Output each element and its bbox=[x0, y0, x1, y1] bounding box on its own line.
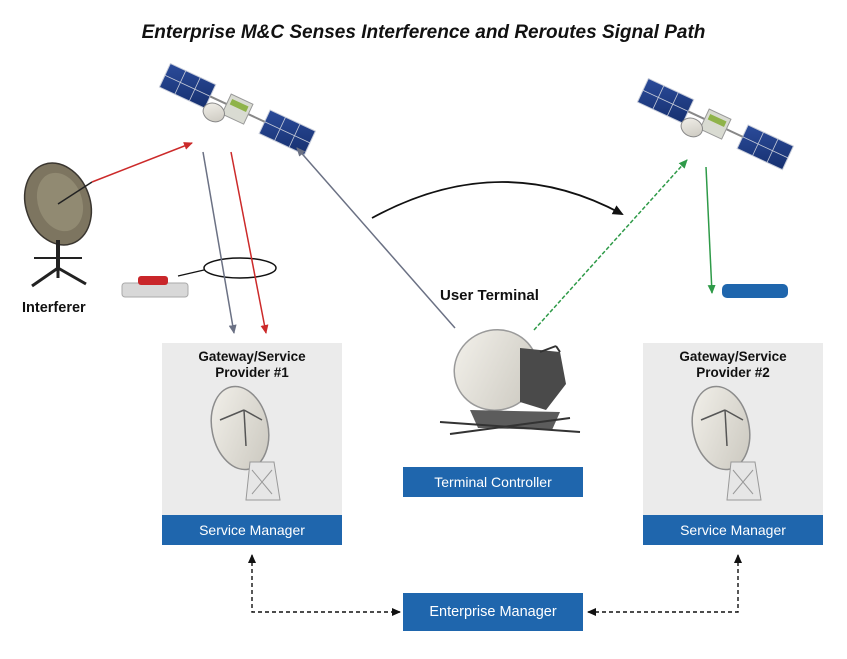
user-terminal-label: User Terminal bbox=[440, 287, 539, 304]
interferer-dish-icon bbox=[23, 162, 93, 288]
satellite-icon bbox=[636, 77, 795, 171]
diagram-title: Enterprise M&C Senses Interference and R… bbox=[141, 22, 706, 43]
service-manager-2[interactable]: Service Manager bbox=[643, 515, 823, 545]
user-terminal-dish-icon bbox=[439, 329, 581, 435]
interferer-label: Interferer bbox=[22, 300, 86, 316]
satellite-icon bbox=[158, 62, 317, 156]
service-manager-1[interactable]: Service Manager bbox=[162, 515, 342, 545]
gateway-1-dish-icon bbox=[210, 385, 281, 501]
connection-loop bbox=[203, 257, 277, 279]
modem-icon bbox=[121, 276, 189, 298]
terminal-controller[interactable]: Terminal Controller bbox=[403, 467, 583, 497]
modem-icon bbox=[722, 284, 788, 298]
gateway-2-title-line1: Gateway/Service bbox=[679, 349, 787, 364]
gateway-2-dish-icon bbox=[691, 385, 762, 501]
enterprise-manager[interactable]: Enterprise Manager bbox=[403, 593, 583, 631]
gateway-1-title-line2: Provider #1 bbox=[215, 365, 289, 380]
gateway-2-title-line2: Provider #2 bbox=[696, 365, 770, 380]
gateway-1-title-line1: Gateway/Service bbox=[198, 349, 306, 364]
